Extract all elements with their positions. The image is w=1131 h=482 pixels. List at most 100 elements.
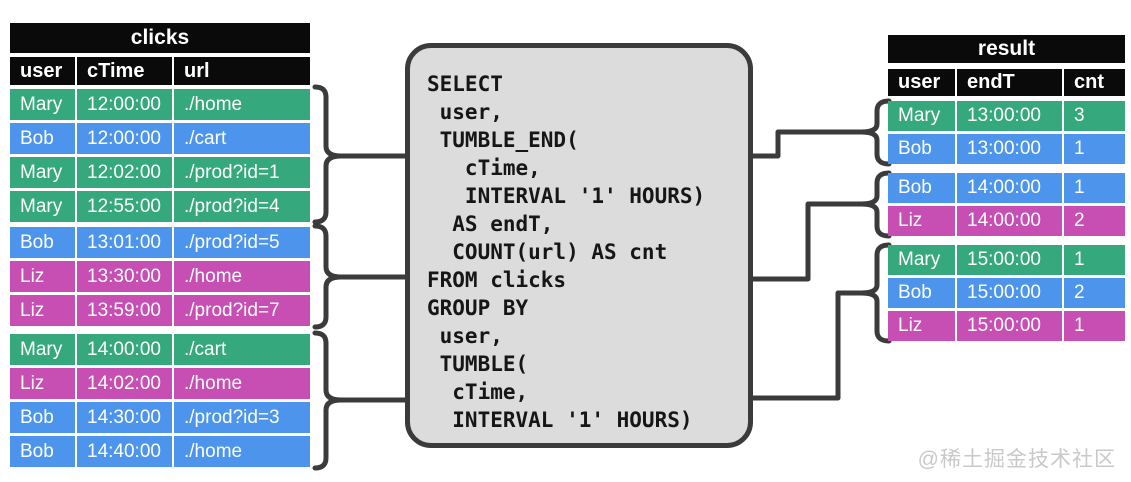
table-cell: ./prod?id=4: [174, 191, 310, 222]
brace-left-group2: [312, 223, 344, 330]
table-cell: 14:40:00: [77, 436, 172, 467]
table-cell: 1: [1064, 311, 1125, 341]
column-header-url: url: [174, 57, 310, 85]
column-header-user: user: [10, 57, 75, 85]
table-cell: 13:00:00: [957, 134, 1062, 164]
column-header-endT: endT: [957, 69, 1062, 96]
table-cell: Bob: [888, 278, 955, 308]
table-cell: 14:02:00: [77, 368, 172, 399]
table-cell: Bob: [10, 227, 75, 258]
brace-left-group1: [312, 84, 344, 225]
table-cell: Liz: [888, 311, 955, 341]
table-cell: 15:00:00: [957, 245, 1062, 275]
table-cell: Mary: [10, 89, 75, 120]
table-cell: 14:30:00: [77, 402, 172, 433]
connector-right-line1: [745, 129, 864, 159]
brace-right-group2: [858, 170, 892, 239]
clicks-table-title: clicks: [10, 23, 310, 53]
table-cell: 12:02:00: [77, 157, 172, 188]
table-cell: Bob: [888, 134, 955, 164]
sql-box: SELECT user, TUMBLE_END( cTime, INTERVAL…: [405, 43, 753, 448]
table-cell: ./prod?id=1: [174, 157, 310, 188]
connector-right-line3: [745, 290, 864, 401]
column-header-cTime: cTime: [77, 57, 172, 85]
table-cell: ./cart: [174, 334, 310, 365]
table-cell: 3: [1064, 101, 1125, 131]
table-cell: ./cart: [174, 123, 310, 154]
table-cell: 2: [1064, 206, 1125, 236]
table-cell: ./prod?id=7: [174, 295, 310, 326]
table-cell: Bob: [10, 436, 75, 467]
table-cell: Mary: [10, 191, 75, 222]
brace-right-group1: [858, 98, 892, 167]
table-cell: Mary: [10, 157, 75, 188]
table-cell: 15:00:00: [957, 311, 1062, 341]
table-cell: Mary: [888, 245, 955, 275]
table-cell: 13:01:00: [77, 227, 172, 258]
table-cell: 13:00:00: [957, 101, 1062, 131]
table-cell: 1: [1064, 134, 1125, 164]
table-cell: Bob: [888, 173, 955, 203]
table-cell: ./prod?id=3: [174, 402, 310, 433]
table-cell: ./home: [174, 436, 310, 467]
table-cell: Mary: [888, 101, 955, 131]
column-header-user: user: [888, 69, 955, 96]
table-cell: 12:00:00: [77, 123, 172, 154]
sql-code: SELECT user, TUMBLE_END( cTime, INTERVAL…: [427, 72, 706, 432]
table-cell: 15:00:00: [957, 278, 1062, 308]
table-cell: 13:59:00: [77, 295, 172, 326]
brace-left-group3: [312, 330, 344, 471]
table-cell: ./home: [174, 89, 310, 120]
table-cell: ./home: [174, 368, 310, 399]
table-cell: Liz: [10, 261, 75, 292]
table-cell: 14:00:00: [77, 334, 172, 365]
table-cell: Bob: [10, 402, 75, 433]
connector-right-line2: [745, 201, 864, 282]
table-cell: 1: [1064, 173, 1125, 203]
table-cell: 14:00:00: [957, 173, 1062, 203]
table-cell: 12:55:00: [77, 191, 172, 222]
table-cell: Liz: [10, 295, 75, 326]
table-cell: 12:00:00: [77, 89, 172, 120]
brace-right-group3: [858, 242, 892, 344]
column-header-cnt: cnt: [1064, 69, 1125, 96]
table-cell: Liz: [10, 368, 75, 399]
table-cell: 2: [1064, 278, 1125, 308]
table-cell: 13:30:00: [77, 261, 172, 292]
table-cell: Bob: [10, 123, 75, 154]
table-cell: Mary: [10, 334, 75, 365]
table-cell: 14:00:00: [957, 206, 1062, 236]
table-cell: Liz: [888, 206, 955, 236]
result-table-title: result: [888, 35, 1125, 63]
table-cell: ./home: [174, 261, 310, 292]
table-cell: ./prod?id=5: [174, 227, 310, 258]
